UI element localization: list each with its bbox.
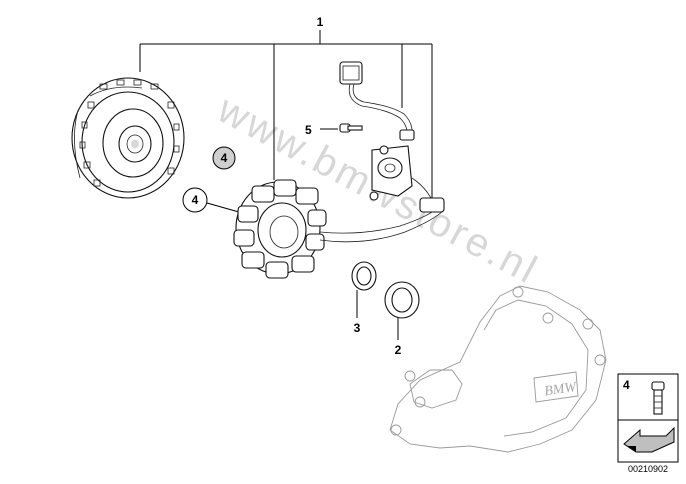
legend-item-number: 4 bbox=[623, 378, 630, 392]
rotor-flywheel bbox=[71, 77, 185, 199]
pickup-sensor bbox=[339, 61, 445, 213]
generator-cover: BMW bbox=[389, 285, 607, 453]
legend-arrow-icon bbox=[623, 426, 675, 453]
callout-4-upper-label: 4 bbox=[221, 151, 228, 165]
callout-1-leaders bbox=[139, 30, 433, 198]
screw-5: 5 bbox=[305, 123, 363, 137]
seal-small: 3 bbox=[351, 261, 377, 335]
diagram-number: 00210902 bbox=[628, 464, 668, 474]
callout-3-label: 3 bbox=[354, 321, 361, 335]
cover-logo: BMW bbox=[543, 380, 578, 399]
seal-large: 2 bbox=[384, 281, 420, 357]
stator bbox=[233, 179, 445, 279]
callout-4-lower-circle: 4 bbox=[182, 187, 247, 215]
callout-4-lower-label: 4 bbox=[192, 193, 199, 207]
callout-5-label: 5 bbox=[305, 123, 312, 137]
callout-4-upper-circle: 4 bbox=[212, 146, 236, 170]
callout-1-label: 1 bbox=[317, 15, 324, 29]
legend-box: 4 bbox=[617, 373, 679, 463]
callout-2-label: 2 bbox=[395, 343, 402, 357]
legend-bolt-icon bbox=[651, 381, 665, 415]
